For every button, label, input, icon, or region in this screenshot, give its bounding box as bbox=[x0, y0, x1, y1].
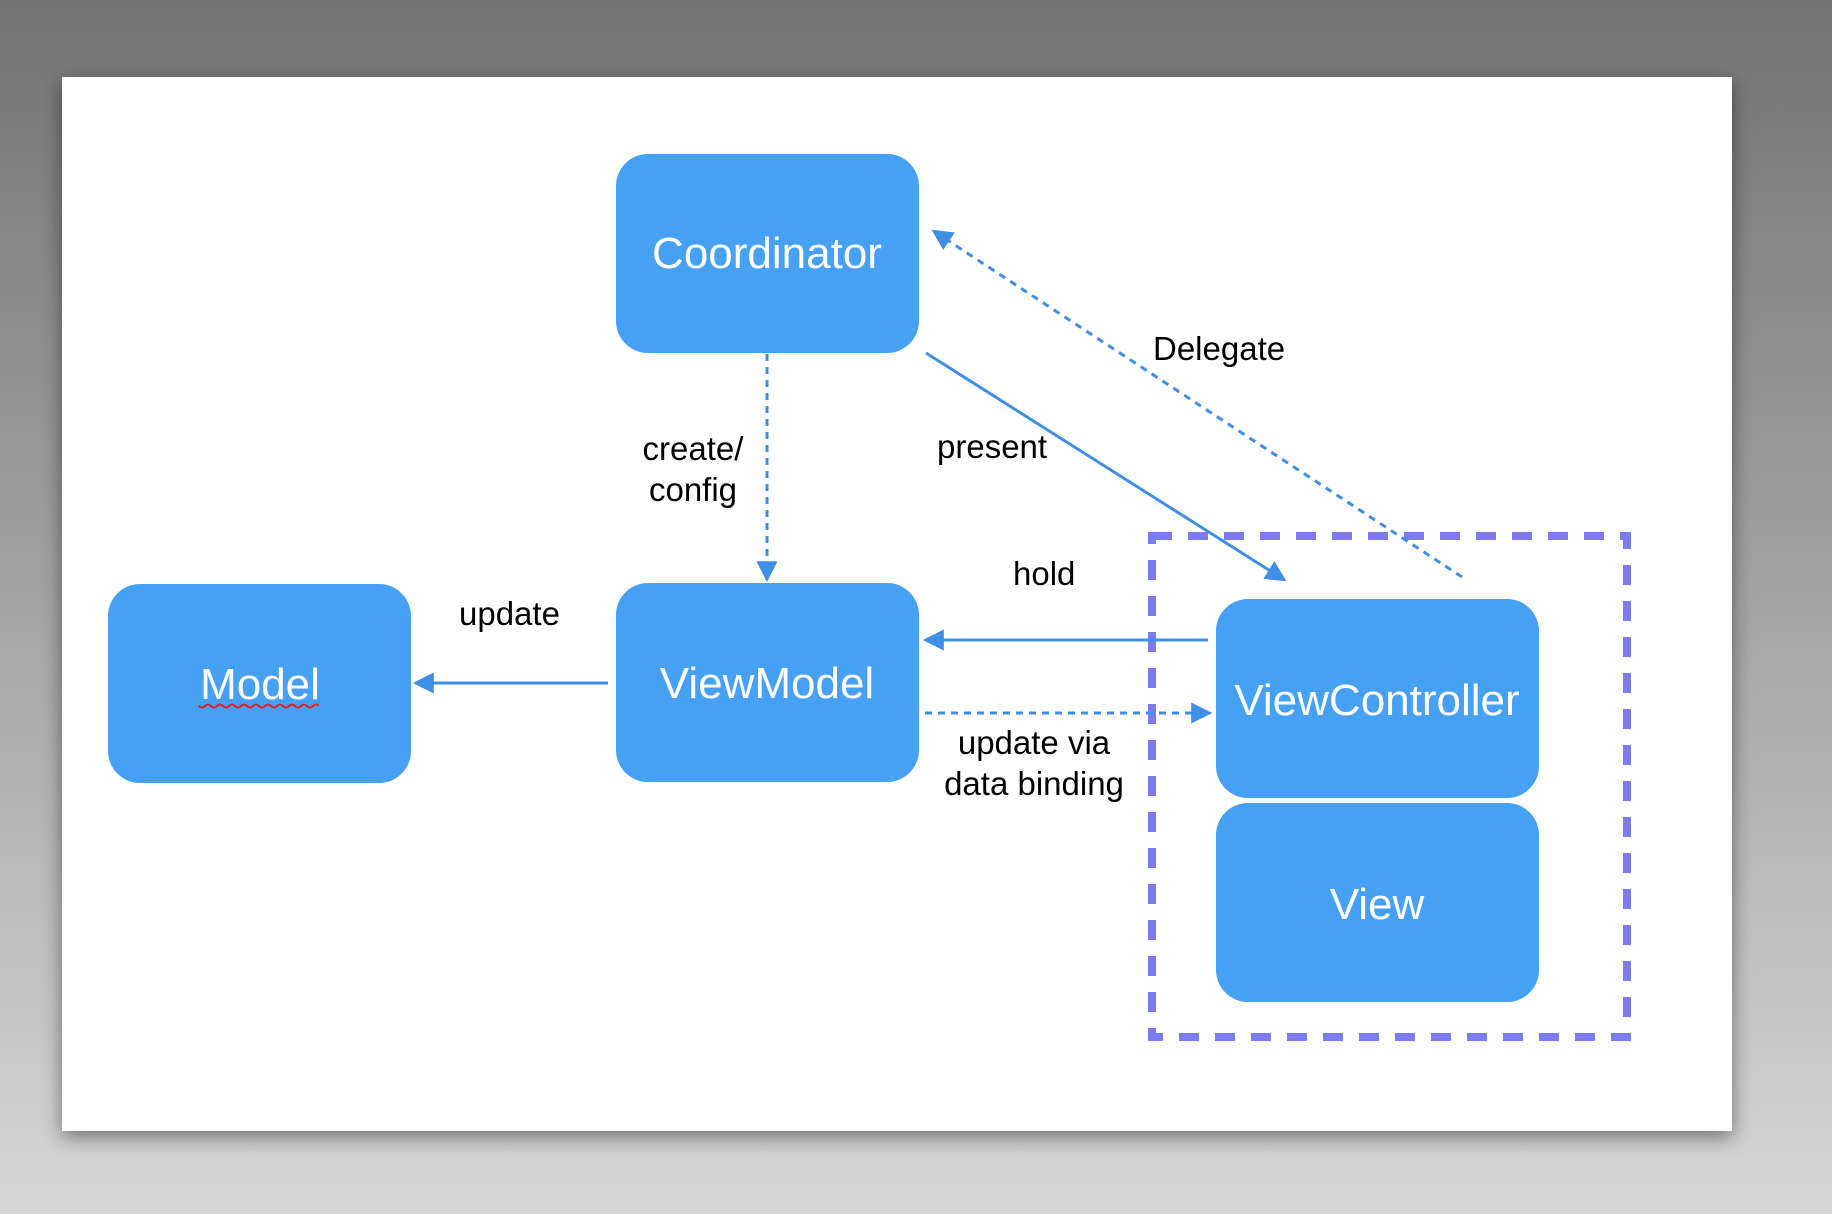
slide-canvas: Coordinator Model ViewModel ViewControll… bbox=[62, 77, 1732, 1131]
coordinator-node[interactable]: Coordinator bbox=[616, 154, 919, 353]
present-label: present bbox=[937, 428, 1047, 465]
hold-label: hold bbox=[1013, 555, 1075, 592]
update-label: update bbox=[459, 595, 560, 632]
viewmodel-node[interactable]: ViewModel bbox=[616, 583, 919, 782]
viewcontroller-label: ViewController bbox=[1234, 676, 1519, 725]
viewcontroller-node[interactable]: ViewController bbox=[1216, 599, 1539, 798]
view-node[interactable]: View bbox=[1216, 803, 1539, 1002]
create-config-label-line2: config bbox=[649, 471, 737, 508]
create-config-label-line1: create/ bbox=[643, 430, 745, 467]
update-binding-label-line1: update via bbox=[958, 724, 1111, 761]
delegate-label: Delegate bbox=[1153, 330, 1285, 367]
model-label: Model bbox=[200, 660, 320, 709]
model-node[interactable]: Model bbox=[108, 584, 411, 783]
spellcheck-underline bbox=[198, 703, 320, 709]
view-layer-group-border bbox=[1148, 532, 1631, 1041]
coordinator-label: Coordinator bbox=[652, 229, 882, 278]
viewmodel-label: ViewModel bbox=[660, 659, 874, 708]
update-binding-label-line2: data binding bbox=[944, 765, 1124, 802]
architecture-diagram: Coordinator Model ViewModel ViewControll… bbox=[108, 154, 1631, 1041]
present-arrow bbox=[925, 351, 1287, 582]
view-label: View bbox=[1330, 880, 1425, 929]
delegate-arrow bbox=[931, 229, 1463, 579]
